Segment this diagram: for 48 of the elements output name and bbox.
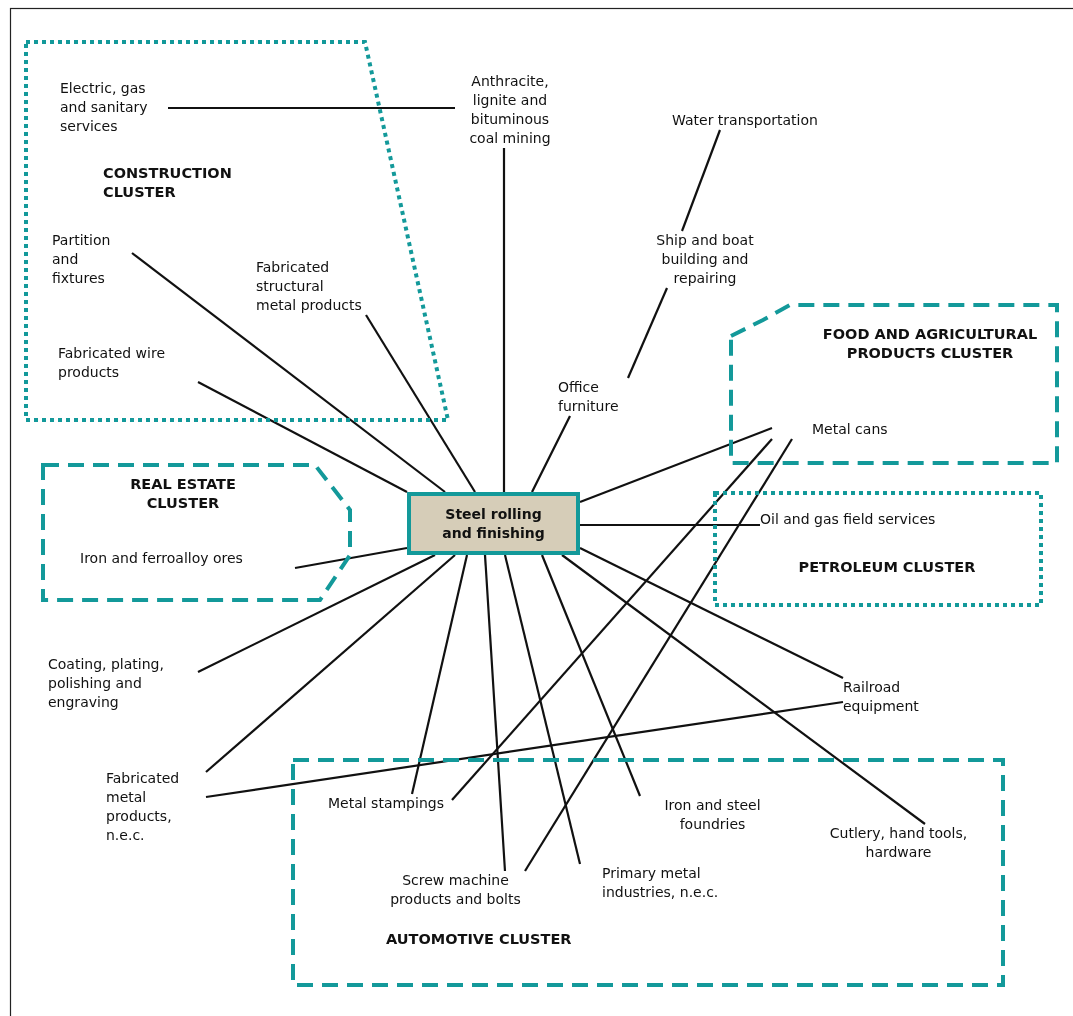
connector-line <box>524 438 793 872</box>
process-box <box>407 492 580 555</box>
connector-line <box>294 546 408 570</box>
connector-line <box>483 554 507 872</box>
connector-line <box>168 106 455 110</box>
industry-label: Screw machine products and bolts <box>373 871 538 909</box>
industry-label: Partition and fixtures <box>52 231 132 288</box>
industry-label: Iron and ferroalloy ores <box>80 549 300 568</box>
connector-line <box>502 148 506 492</box>
industry-label: Electric, gas and sanitary services <box>60 79 168 136</box>
industry-label: Iron and steel foundries <box>640 796 785 834</box>
industry-label: Water transportation <box>672 111 872 130</box>
cluster-heading: FOOD AND AGRICULTURAL PRODUCTS CLUSTER <box>821 325 1039 363</box>
industry-label: Primary metal industries, n.e.c. <box>580 864 765 902</box>
connector-line <box>205 554 456 773</box>
connector-line <box>365 314 476 493</box>
industry-label: Metal cans <box>772 420 912 439</box>
connector-line <box>627 287 668 379</box>
connector-line <box>197 381 408 493</box>
connector-line <box>531 415 571 493</box>
cluster-heading: REAL ESTATE CLUSTER <box>129 475 237 513</box>
industry-label: Oil and gas field services <box>760 510 1000 529</box>
industry-label: Ship and boat building and repairing <box>636 231 774 288</box>
connector-line <box>131 252 446 493</box>
process-label: Steel rolling and finishing <box>441 504 546 543</box>
cluster-heading: AUTOMOTIVE CLUSTER <box>386 930 573 949</box>
industry-label: Fabricated structural metal products <box>256 258 366 315</box>
connector-line <box>579 426 773 504</box>
industry-label: Cutlery, hand tools, hardware <box>826 824 971 862</box>
connector-line <box>197 554 436 673</box>
cluster-heading: PETROLEUM CLUSTER <box>797 558 977 577</box>
connector-line <box>580 523 760 527</box>
industry-label: Anthracite, lignite and bituminous coal mining <box>455 72 565 148</box>
connector-line <box>503 554 582 865</box>
industry-label: Railroad equipment <box>843 678 953 716</box>
industry-label: Coating, plating, polishing and engraving <box>48 655 198 712</box>
industry-label: Metal stampings <box>328 794 452 813</box>
cluster-heading: CONSTRUCTION CLUSTER <box>103 164 233 202</box>
connector-line <box>561 554 926 825</box>
connector-line <box>579 547 844 679</box>
connector-line <box>451 438 773 801</box>
connector-line <box>541 554 641 797</box>
industry-label: Fabricated wire products <box>58 344 208 382</box>
industry-label: Office furniture <box>558 378 648 416</box>
connector-line <box>205 700 844 799</box>
connector-line <box>410 554 469 795</box>
connector-line <box>680 129 722 232</box>
industry-label: Fabricated metal products, n.e.c. <box>106 769 206 845</box>
